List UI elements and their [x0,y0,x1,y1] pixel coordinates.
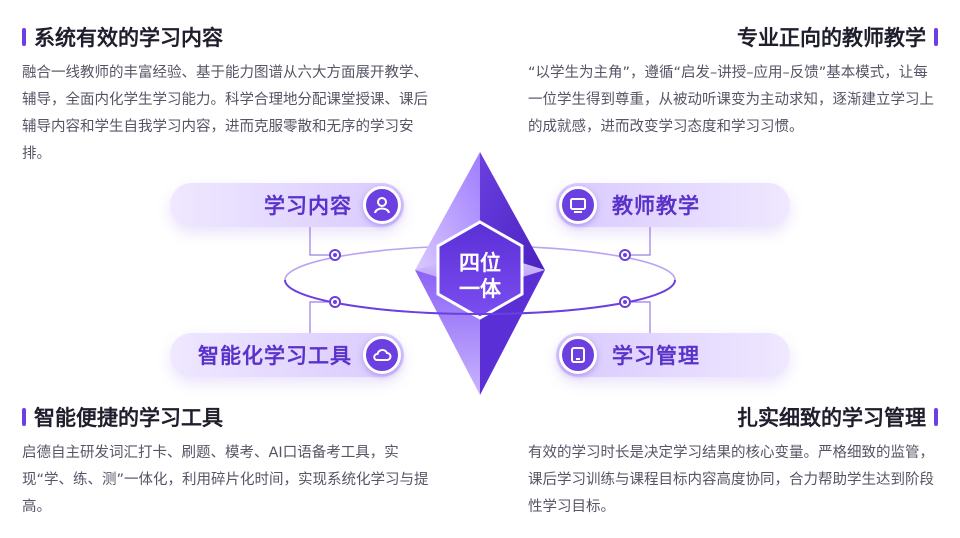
pill-label: 教师教学 [612,194,700,218]
section-description: 融合一线教师的丰富经验、基于能力图谱从六大方面展开教学、辅导，全面内化学生学习能… [22,65,428,162]
monitor-icon [559,186,597,224]
section-title: 扎实细致的学习管理 [737,406,926,430]
cloud-icon [363,336,401,374]
accent-bar [934,408,938,426]
accent-bar [934,28,938,46]
person-icon [363,186,401,224]
pill-teacher-teaching: 教师教学 [556,183,790,227]
tablet-icon [559,336,597,374]
pill-learning-management: 学习管理 [556,333,790,377]
section-heading: 扎实细致的学习管理 [518,402,938,432]
accent-bar [22,28,26,46]
orbit-ring-front [284,279,676,315]
accent-bar [22,408,26,426]
section-title: 专业正向的教师教学 [737,26,926,50]
section-heading: 专业正向的教师教学 [518,22,938,52]
center-label-line1: 四位 [459,251,501,275]
section-learning-tools: 智能便捷的学习工具 启德自主研发词汇打卡、刷题、模考、AI口语备考工具，实现“学… [22,402,442,521]
section-description: 有效的学习时长是决定学习结果的核心变量。严格细致的监管，课后学习训练与课程目标内… [528,445,934,515]
section-heading: 智能便捷的学习工具 [22,402,442,432]
four-in-one-diagram: 四位 一体 学习内容 教师教学 智能化学习工具 学习管理 [160,150,800,400]
pill-learning-tools: 智能化学习工具 [170,333,404,377]
section-description: “以学生为主角”，遵循“启发–讲授–应用–反馈”基本模式，让每一位学生得到尊重，… [528,65,934,135]
pill-label: 学习内容 [264,194,352,218]
section-title: 系统有效的学习内容 [34,26,223,50]
section-heading: 系统有效的学习内容 [22,22,442,52]
pill-learning-content: 学习内容 [170,183,404,227]
section-learning-management: 扎实细致的学习管理 有效的学习时长是决定学习结果的核心变量。严格细致的监管，课后… [518,402,938,521]
pill-label: 学习管理 [612,344,700,368]
diagram-graphics [284,152,676,395]
pill-label: 智能化学习工具 [198,344,352,368]
center-label-line2: 一体 [459,277,501,301]
center-hexagon [436,220,524,320]
section-teacher-teaching: 专业正向的教师教学 “以学生为主角”，遵循“启发–讲授–应用–反馈”基本模式，让… [518,22,938,141]
section-description: 启德自主研发词汇打卡、刷题、模考、AI口语备考工具，实现“学、练、测”一体化，利… [22,445,429,515]
section-title: 智能便捷的学习工具 [34,406,223,430]
center-label: 四位 一体 [430,250,530,302]
section-learning-content: 系统有效的学习内容 融合一线教师的丰富经验、基于能力图谱从六大方面展开教学、辅导… [22,22,442,168]
